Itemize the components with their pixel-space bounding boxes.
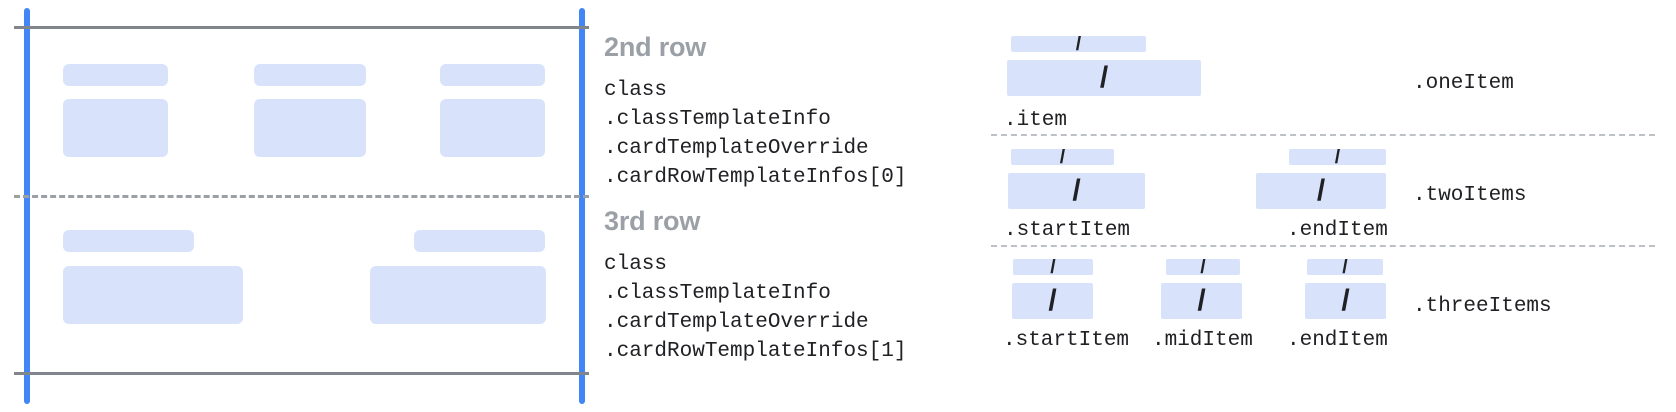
slash-icon: / — [1059, 149, 1066, 165]
slash-icon: / — [1099, 61, 1109, 94]
item-label-bar: / — [1011, 36, 1146, 52]
annotation-code-line: .cardTemplateOverride — [604, 311, 869, 334]
variant-separator — [991, 134, 1655, 136]
item-label-bar: / — [1013, 259, 1093, 275]
variant-name-label: .twoItems — [1413, 184, 1527, 207]
cell-content-bar — [440, 99, 545, 157]
cell-label-bar — [63, 230, 194, 252]
item-label-bar: / — [1011, 149, 1114, 165]
item-caption: .item — [1004, 109, 1068, 132]
cell-label-bar — [440, 64, 545, 86]
annotation-title: 2nd row — [604, 32, 707, 62]
annotation-title: 3rd row — [604, 206, 701, 236]
card-left-edge-guide — [24, 8, 30, 404]
slash-icon: / — [1200, 259, 1206, 275]
slash-icon: / — [1075, 36, 1082, 52]
item-caption: .startItem — [1003, 329, 1130, 352]
card-right-edge-guide — [579, 8, 585, 404]
variant-name-label: .oneItem — [1413, 72, 1514, 95]
cell-content-bar — [63, 99, 168, 157]
cell-content-bar — [63, 266, 243, 324]
item-content-bar: / — [1256, 173, 1386, 209]
slash-icon: / — [1197, 284, 1206, 317]
item-content-bar: / — [1012, 283, 1093, 319]
item-caption: .startItem — [1004, 219, 1131, 242]
slash-icon: / — [1341, 284, 1350, 317]
cell-label-bar — [414, 230, 545, 252]
slash-icon: / — [1072, 174, 1081, 207]
slash-icon: / — [1048, 284, 1057, 317]
cell-label-bar — [254, 64, 366, 86]
item-caption: .endItem — [1287, 219, 1388, 242]
slash-icon: / — [1050, 259, 1056, 275]
annotation-code-line: .cardRowTemplateInfos[0] — [604, 166, 907, 189]
card-top-rule — [14, 26, 589, 29]
slash-icon: / — [1316, 174, 1326, 207]
card-row-separator — [14, 195, 589, 198]
cell-content-bar — [370, 266, 546, 324]
card-bottom-rule — [14, 372, 589, 375]
annotation-code-line: class — [604, 253, 668, 276]
item-caption: .endItem — [1287, 329, 1388, 352]
cell-label-bar — [63, 64, 168, 86]
item-caption: .midItem — [1152, 329, 1253, 352]
cell-content-bar — [254, 99, 366, 157]
slash-icon: / — [1334, 149, 1341, 165]
annotation-code-line: .cardRowTemplateInfos[1] — [604, 340, 907, 363]
annotation-code-line: .cardTemplateOverride — [604, 137, 869, 160]
annotation-code-line: .classTemplateInfo — [604, 282, 831, 305]
annotation-2nd-row: 2nd row class .classTemplateInfo .cardTe… — [604, 34, 906, 192]
slash-icon: / — [1342, 259, 1348, 275]
item-label-bar: / — [1166, 259, 1240, 275]
item-content-bar: / — [1305, 283, 1386, 319]
variant-separator — [991, 245, 1655, 247]
item-label-bar: / — [1289, 149, 1386, 165]
variant-name-label: .threeItems — [1413, 295, 1552, 318]
item-content-bar: / — [1161, 283, 1242, 319]
annotation-3rd-row: 3rd row class .classTemplateInfo .cardTe… — [604, 208, 906, 366]
item-content-bar: / — [1007, 60, 1201, 96]
item-label-bar: / — [1307, 259, 1383, 275]
item-content-bar: / — [1008, 173, 1145, 209]
annotation-code-line: class — [604, 79, 668, 102]
annotation-code-line: .classTemplateInfo — [604, 108, 831, 131]
